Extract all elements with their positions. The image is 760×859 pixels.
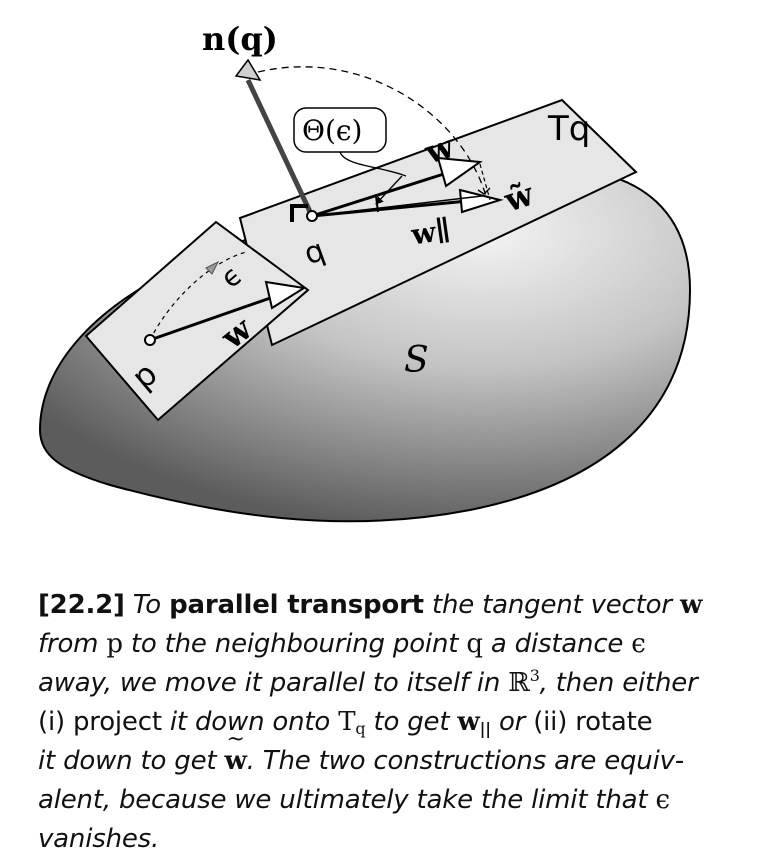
caption-text-5: a distance xyxy=(490,629,624,659)
point-p xyxy=(144,334,156,346)
caption-symbol-w: w xyxy=(679,590,703,620)
label-tangent-plane: Tq xyxy=(547,109,590,149)
theta-angle-arrow xyxy=(375,175,403,205)
caption-symbol-R: ℝ3 xyxy=(508,666,540,699)
figure-caption: [22.2] To parallel transport the tangent… xyxy=(38,586,728,859)
caption-text-8: it down onto xyxy=(169,707,331,737)
rotation-arc xyxy=(257,66,487,197)
theta-tick xyxy=(375,195,379,213)
caption-text-4: to the neighbouring point xyxy=(130,629,459,659)
label-surface: S xyxy=(404,340,429,381)
epsilon-path xyxy=(149,251,247,341)
vector-w-at-p-head xyxy=(264,280,307,310)
vector-w-parallel-head xyxy=(458,188,504,214)
caption-text-12: . The two constructions are equiv-alent,… xyxy=(38,746,684,815)
label-w-parallel: w∥ xyxy=(408,213,452,251)
vector-w-at-p xyxy=(149,294,277,342)
projection-line xyxy=(479,163,491,201)
caption-option-2: (ii) rotate xyxy=(533,707,653,737)
caption-symbol-p: p xyxy=(106,629,123,659)
caption-symbol-T-base: T xyxy=(338,707,356,737)
right-angle-marker xyxy=(290,204,308,222)
epsilon-arrowhead xyxy=(205,260,220,275)
caption-text-1: To xyxy=(132,590,161,620)
caption-symbol-R-base: ℝ xyxy=(508,668,530,698)
caption-text-9: to get xyxy=(373,707,450,737)
caption-term-parallel-transport: parallel transport xyxy=(169,590,424,620)
caption-symbol-R-exp: 3 xyxy=(529,666,540,685)
theta-callout-tail xyxy=(339,151,407,177)
caption-text-3: from xyxy=(38,629,99,659)
caption-text-7: , then either xyxy=(539,668,698,698)
caption-symbol-T-sub: q xyxy=(355,719,366,738)
caption-number: [22.2] xyxy=(38,590,125,620)
caption-symbol-T: Tq xyxy=(338,707,365,737)
label-theta: Θ(ϵ) xyxy=(302,114,362,147)
caption-text-2: the tangent vector xyxy=(432,590,672,620)
vector-w-at-q-head xyxy=(436,156,483,188)
normal-arrowhead xyxy=(234,58,262,82)
caption-symbol-epsilon-2: ϵ xyxy=(655,785,670,815)
caption-symbol-wtilde: w xyxy=(224,720,246,781)
caption-text-11: it down to get xyxy=(38,746,217,776)
caption-text-10: or xyxy=(498,707,526,737)
normal-vector xyxy=(245,78,315,218)
caption-symbol-epsilon-1: ϵ xyxy=(631,629,646,659)
caption-text-13: vanishes. xyxy=(38,824,160,854)
caption-option-1: (i) project xyxy=(38,707,162,737)
tangent-plane-p xyxy=(84,220,310,422)
caption-symbol-wpar-base: w xyxy=(457,707,480,737)
point-q xyxy=(306,210,318,222)
caption-symbol-q: q xyxy=(466,629,483,659)
vector-w-tilde xyxy=(311,195,483,217)
parallel-transport-figure: n(q) Θ(ϵ) Tq w w̃ w∥ q p ϵ w S xyxy=(38,20,692,523)
label-normal: n(q) xyxy=(202,20,278,58)
caption-symbol-wpar-sub: || xyxy=(479,719,491,738)
caption-text-6: away, we move it parallel to itself in xyxy=(38,668,501,698)
caption-symbol-wpar: w|| xyxy=(457,707,491,738)
vector-w-at-q xyxy=(311,170,451,218)
projection-corner xyxy=(477,187,491,195)
